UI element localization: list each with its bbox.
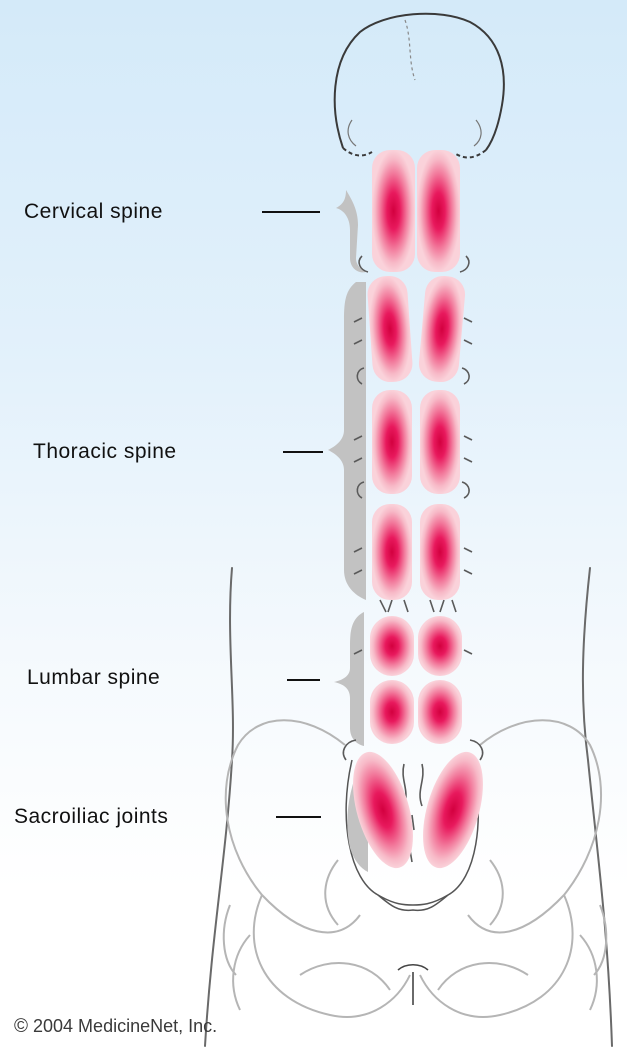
lumbar-spine-label: Lumbar spine (27, 667, 160, 688)
cervical-left-highlight (372, 150, 415, 272)
lumbar-left-highlight-2 (370, 680, 414, 744)
copyright-notice: © 2004 MedicineNet, Inc. (14, 1017, 217, 1036)
copyright-symbol: © (14, 1016, 28, 1037)
thoracic-left-highlight-1 (366, 275, 413, 384)
sacroiliac-right-highlight (411, 745, 494, 875)
thoracic-right-highlight-3 (420, 504, 460, 600)
thoracic-right-highlight-1 (417, 274, 466, 383)
cervical-right-highlight (417, 150, 460, 272)
skull-outline (335, 14, 504, 158)
sacroiliac-joints-label: Sacroiliac joints (14, 806, 168, 827)
copyright-text: 2004 MedicineNet, Inc. (33, 1016, 217, 1036)
lumbar-left-highlight-1 (370, 616, 414, 676)
thoracic-left-highlight-3 (372, 504, 412, 600)
coccyx (398, 965, 428, 1005)
thoracic-right-highlight-2 (420, 390, 460, 494)
lumbar-right-highlight-2 (418, 680, 462, 744)
cervical-spine-label: Cervical spine (24, 201, 163, 222)
lumbar-right-highlight-1 (418, 616, 462, 676)
pelvis-outline (224, 720, 607, 1017)
thoracic-left-highlight-2 (372, 390, 412, 494)
thoracic-spine-label: Thoracic spine (33, 441, 177, 462)
